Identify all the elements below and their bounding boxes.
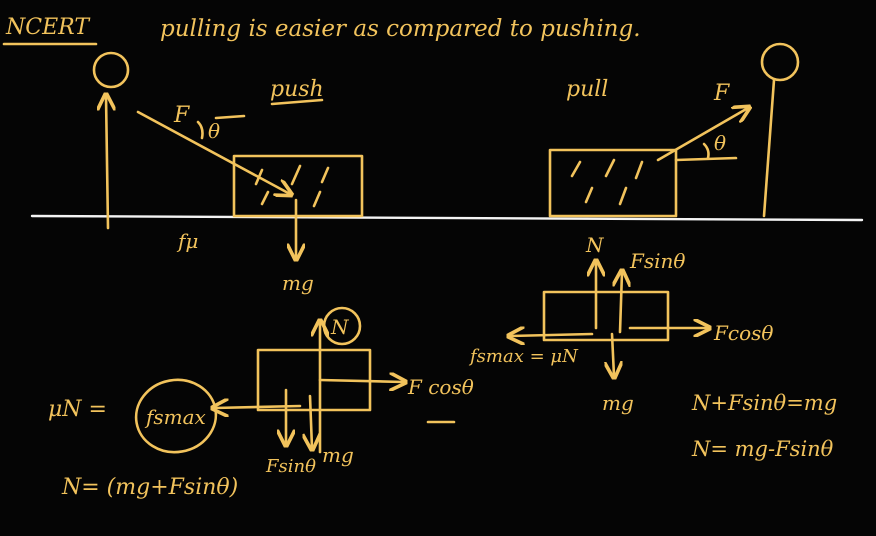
pull-angle-ref bbox=[674, 156, 738, 162]
push-fbd-fsin-label: Fsinθ bbox=[265, 456, 316, 477]
push-label-underline bbox=[270, 98, 324, 106]
pull-fbd-normal-label: N bbox=[585, 233, 605, 257]
pull-fbd-mg-label: mg bbox=[602, 391, 634, 415]
pusher-body bbox=[106, 96, 108, 230]
puller-head bbox=[760, 42, 800, 82]
push-angle-ref bbox=[214, 114, 246, 120]
push-label: push bbox=[270, 77, 324, 102]
push-normal-eq: N= (mg+Fsinθ) bbox=[61, 475, 238, 500]
pull-force-arrow bbox=[656, 108, 748, 162]
pull-normal-eq: N= mg-Fsinθ bbox=[691, 437, 834, 461]
pull-block-hatch bbox=[570, 158, 644, 206]
pull-fbd-fsin-label: Fsinθ bbox=[629, 249, 685, 273]
push-block bbox=[232, 154, 364, 218]
puller-body bbox=[762, 78, 776, 218]
pull-label: pull bbox=[566, 77, 608, 102]
pull-balance-eq: N+Fsinθ=mg bbox=[691, 391, 837, 415]
push-fbd-mg-arrow bbox=[310, 394, 312, 448]
push-weight-label: mg bbox=[282, 271, 314, 295]
ground-line bbox=[30, 214, 864, 222]
push-angle-label: θ bbox=[208, 119, 220, 143]
pull-block bbox=[548, 148, 678, 218]
pull-fbd-block bbox=[542, 290, 670, 342]
push-friction-label: fμ bbox=[176, 229, 198, 253]
push-angle-arc bbox=[196, 120, 204, 140]
push-friction-eq-lhs: μN = bbox=[48, 397, 107, 422]
push-fbd-mg-label: mg bbox=[322, 443, 354, 467]
push-fbd-fcos-label: F cosθ bbox=[407, 375, 474, 399]
ncert-tag: NCERT bbox=[5, 15, 91, 40]
pusher-head bbox=[92, 51, 130, 89]
push-force-label: F bbox=[173, 103, 190, 128]
statement-text: pulling is easier as compared to pushing… bbox=[160, 16, 641, 42]
pull-fbd-fcos-label: Fcosθ bbox=[713, 321, 773, 345]
pull-fbd-friction-arrow bbox=[510, 334, 594, 336]
pull-force-label: F bbox=[713, 81, 730, 106]
pull-fbd-friction-eq: fsmax = μN bbox=[468, 346, 579, 367]
pull-fbd-fsin-arrow bbox=[620, 272, 622, 334]
push-fbd-horizontal-arrow bbox=[318, 380, 404, 382]
push-friction-max-circle bbox=[134, 378, 218, 454]
push-fbd-normal-label: N bbox=[330, 315, 350, 339]
push-friction-max-label: fsmax bbox=[144, 405, 206, 429]
pull-angle-label: θ bbox=[714, 131, 726, 155]
pull-angle-arc bbox=[702, 142, 710, 160]
push-block-hatch bbox=[254, 164, 330, 208]
push-force-arrow bbox=[136, 110, 290, 194]
pull-fbd-mg-arrow bbox=[612, 332, 614, 376]
